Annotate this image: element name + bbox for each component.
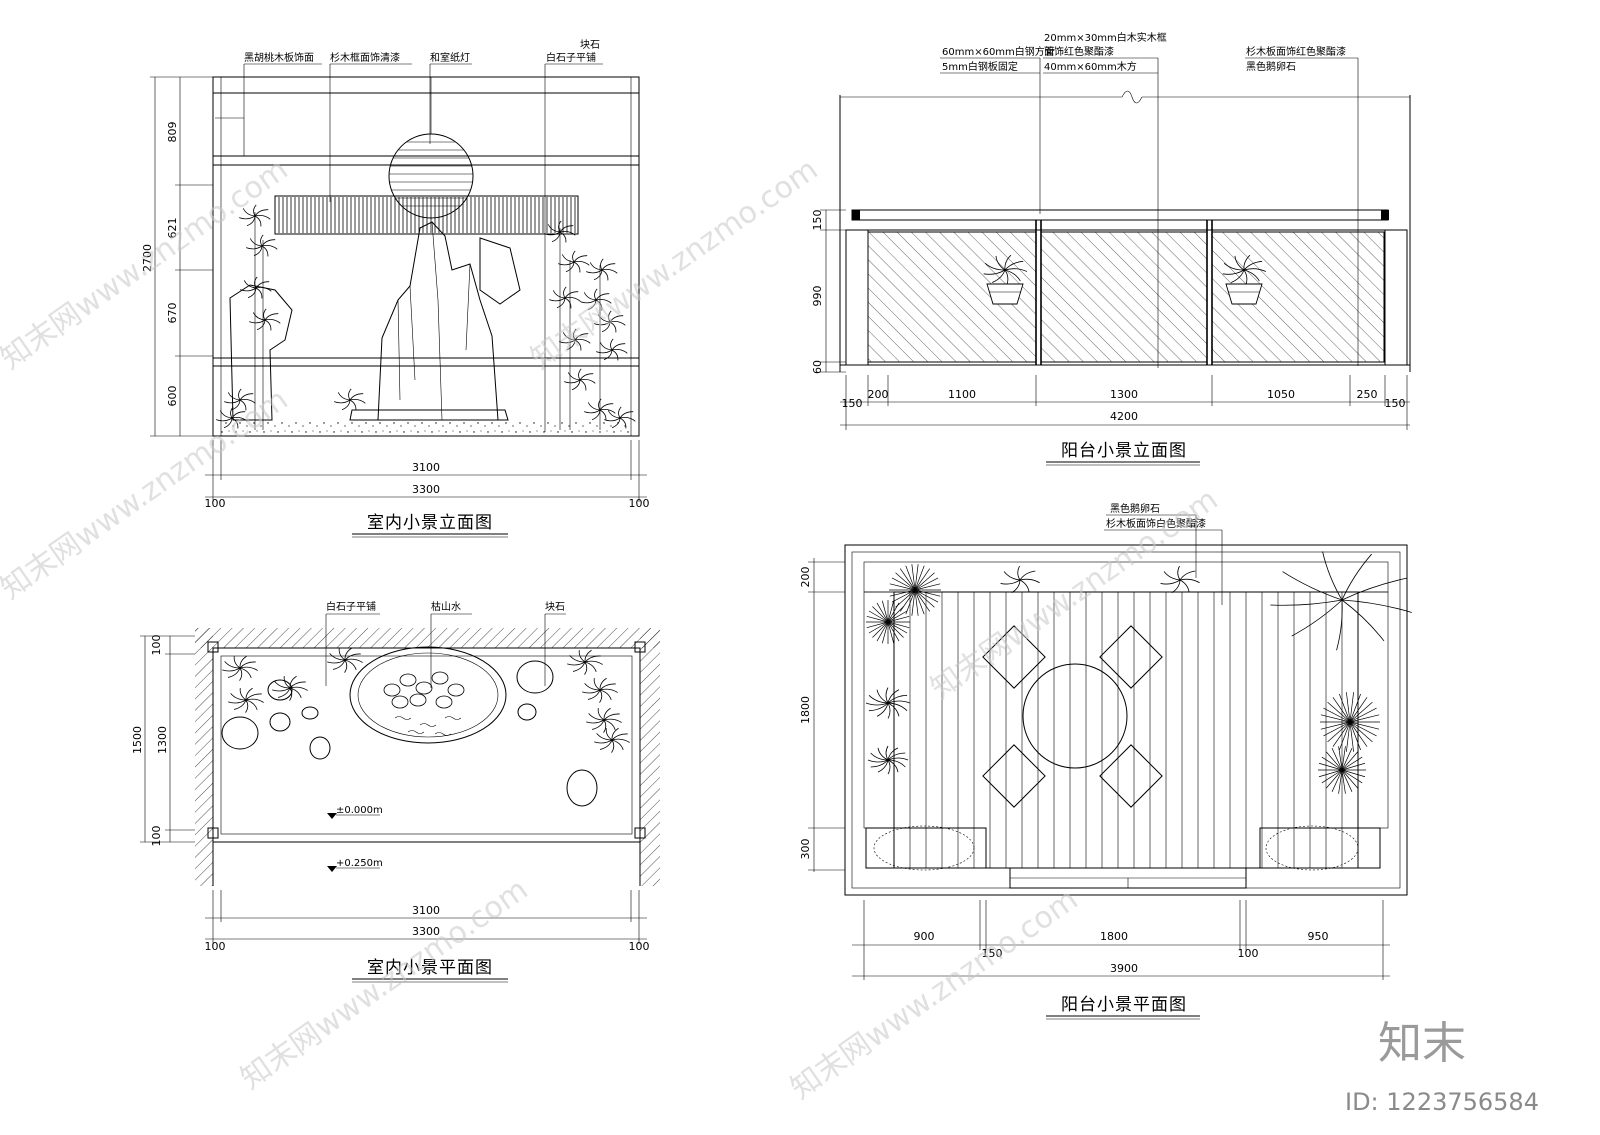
slat-panel [274,195,579,235]
dim-plan-100-bottom: 100 [150,826,163,847]
label-plan-block-stone: 块石 [545,601,565,613]
dim-bal-h-1100: 1100 [948,388,976,401]
image-id: ID: 1223756584 [1345,1088,1539,1116]
dim-bp-200: 200 [799,567,812,588]
dim-bp-900: 900 [914,930,935,943]
dim-plan-100-right: 100 [629,940,650,953]
dim-621: 621 [166,218,179,239]
plan-stones [221,660,598,807]
dim-plan-100-left: 100 [205,940,226,953]
dim-plan-1500: 1500 [131,726,144,754]
label-steel-tube: 60mm×60mm白钢方管 [942,45,1055,58]
dim-100-right: 100 [629,497,650,510]
label-walnut-panel: 黑胡桃木板饰面 [244,51,314,64]
dim-bp-150: 150 [982,947,1003,960]
label-paper-lantern: 和室纸灯 [430,51,470,64]
round-table [1022,663,1128,769]
dim-2700: 2700 [141,244,154,272]
watermark-6: 知末网www.znzmo.com [785,882,1085,1107]
label-plan-black-pebbles: 黑色鹅卵石 [1110,502,1160,515]
dim-3300: 3300 [412,483,440,496]
stool-bottom-left [982,744,1046,808]
dim-bal-h-1050: 1050 [1267,388,1295,401]
label-plan-white-pebbles: 白石子平铺 [326,600,376,613]
label-red-paint: 面饰红色聚酯漆 [1044,45,1114,58]
dim-670: 670 [166,303,179,324]
label-block-stone: 块石 [580,39,600,51]
dim-bp-300: 300 [799,839,812,860]
dim-bal-990: 990 [811,286,824,307]
dim-809: 809 [166,122,179,143]
dim-plan-1300: 1300 [156,726,169,754]
standing-stone [229,284,293,421]
shrub-right [1265,825,1359,871]
dim-bp-1800h: 1800 [1100,930,1128,943]
label-wood-frame: 20mm×30mm白木实木框 [1044,31,1167,44]
watermark-5: 知末网www.znzmo.com [235,872,535,1097]
indoor-elevation: 黑胡桃木板饰面 杉木框面饰清漆 和室纸灯 块石 白石子平铺 809 621 67… [141,39,650,538]
bamboo-right [559,228,601,430]
dim-bal-h-150-left: 150 [842,397,863,410]
indoor-plan: 白石子平铺 枯山水 块石 ±0.000m +0.250m 100 1300 10… [131,600,660,983]
title-balcony-elevation: 阳台小景立面图 [1061,441,1187,461]
stool-top-right [1099,625,1163,689]
dim-plan-100-top: 100 [150,635,163,656]
dim-bal-60: 60 [811,360,824,374]
label-plan-dry-landscape: 枯山水 [431,600,461,613]
balcony-elevation: 60mm×60mm白钢方管 5mm白钢板固定 20mm×30mm白木实木框 面饰… [811,31,1411,466]
title-indoor-plan: 室内小景平面图 [367,958,493,978]
dry-landscape-pond [349,646,507,744]
dim-100-left: 100 [205,497,226,510]
balcony-plan: 黑色鹅卵石 杉木板面饰白色聚酯漆 200 1800 300 900 1800 9… [799,502,1412,1020]
watermark-3: 知末网www.znzmo.com [925,482,1225,707]
dim-3100: 3100 [412,461,440,474]
wood-deck [893,591,1359,869]
label-fir-frame: 杉木框面饰清漆 [330,51,400,64]
title-balcony-plan: 阳台小景平面图 [1061,995,1187,1015]
dim-bp-100: 100 [1238,947,1259,960]
dim-bal-h-200: 200 [868,388,889,401]
label-white-pebbles: 白石子平铺 [546,51,596,64]
label-fir-board-red: 杉木板面饰红色聚酯漆 [1246,45,1346,58]
watermark-4: 知末网www.znzmo.com [0,382,294,607]
dim-bal-150: 150 [811,210,824,231]
label-plan-fir-white: 杉木板面饰白色聚酯漆 [1106,517,1206,530]
dim-bal-h-150-right: 150 [1385,397,1406,410]
dim-plan-3100: 3100 [412,904,440,917]
label-timber-square: 40mm×60mm木方 [1044,60,1137,73]
dim-bal-h-250: 250 [1357,388,1378,401]
dim-bal-h-1300: 1300 [1110,388,1138,401]
brand-logo: 知末 [1378,1018,1466,1069]
dim-600: 600 [166,386,179,407]
dim-plan-3300: 3300 [412,925,440,938]
watermark-1: 知末网www.znzmo.com [0,152,294,377]
stool-top-left [982,625,1046,689]
shrub-left [873,825,975,871]
dim-bp-950: 950 [1308,930,1329,943]
dim-bp-3900: 3900 [1110,962,1138,975]
title-indoor-elevation: 室内小景立面图 [367,513,493,533]
level-0000: ±0.000m [336,805,383,816]
dim-bal-4200: 4200 [1110,410,1138,423]
level-0250: +0.250m [336,858,383,869]
paper-lantern [388,133,474,219]
label-steel-plate: 5mm白钢板固定 [942,60,1018,73]
dim-bp-1800: 1800 [799,696,812,724]
stool-bottom-right [1099,744,1163,808]
label-black-pebbles: 黑色鹅卵石 [1246,60,1296,73]
